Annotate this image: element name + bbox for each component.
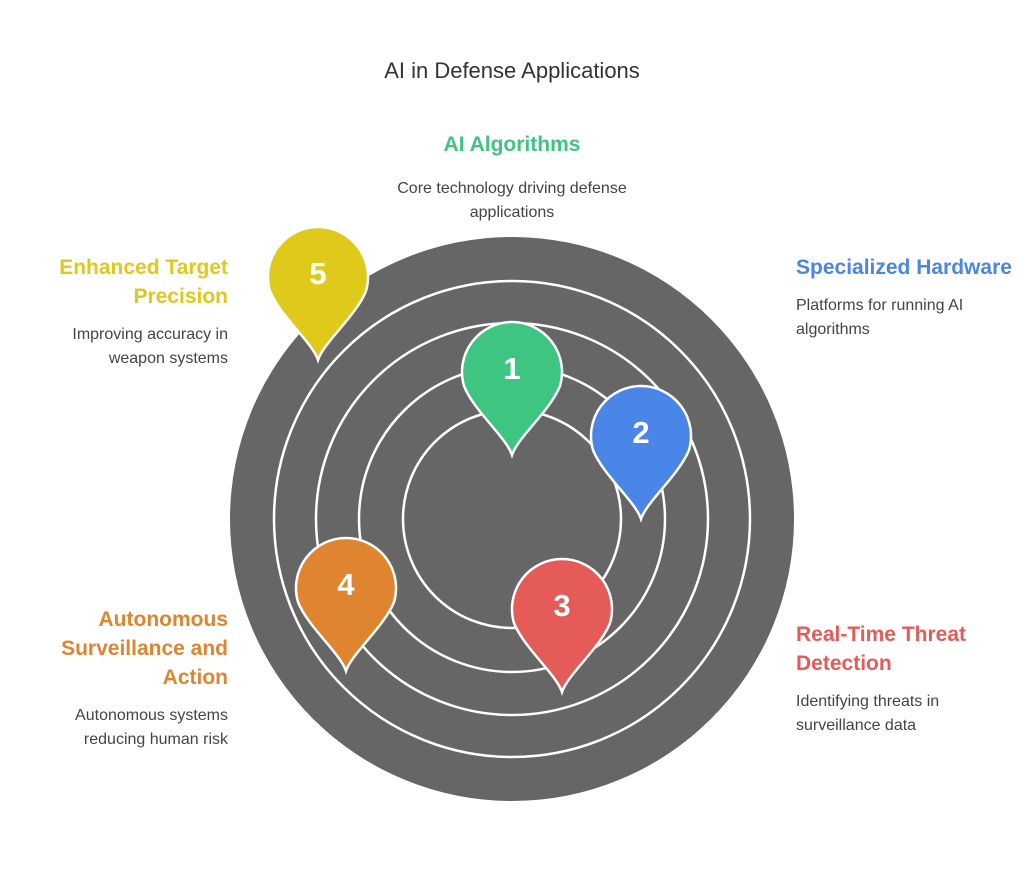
stage-4-description: Autonomous systems reducing human risk (75, 707, 228, 748)
pin-4-number: 4 (337, 567, 355, 602)
pin-3-marker: 3 (510, 557, 614, 696)
stage-5-heading: Enhanced Target Precision (59, 256, 228, 308)
stage-4-heading: Autonomous Surveillance and Action (61, 608, 228, 689)
pin-5-marker: 5 (266, 225, 370, 364)
pin-1-marker: 1 (460, 320, 564, 459)
page-title: AI in Defense Applications (384, 58, 640, 83)
pin-4-marker: 4 (294, 536, 398, 675)
stage-1-heading: AI Algorithms (443, 133, 581, 156)
pin-2-marker: 2 (589, 384, 693, 523)
pin-5-number: 5 (309, 256, 326, 291)
stage-1-description: Core technology driving defense applicat… (397, 180, 627, 221)
outer-disc (230, 237, 794, 801)
stage-5-label: Enhanced Target Precision Improving accu… (20, 253, 228, 371)
ring-5 (272, 279, 752, 759)
stage-2-label: Specialized Hardware Platforms for runni… (796, 253, 1016, 342)
pin-1-number: 1 (503, 351, 520, 386)
stage-5-description: Improving accuracy in weapon systems (72, 326, 228, 367)
stage-4-label: Autonomous Surveillance and Action Auton… (20, 605, 228, 752)
stage-3-label: Real-Time Threat Detection Identifying t… (796, 620, 1016, 738)
stage-3-heading: Real-Time Threat Detection (796, 623, 966, 675)
stage-3-description: Identifying threats in surveillance data (796, 693, 940, 734)
stage-2-heading: Specialized Hardware (796, 256, 1012, 279)
pin-3-number: 3 (553, 588, 570, 623)
stage-2-description: Platforms for running AI algorithms (796, 297, 964, 338)
pin-2-number: 2 (632, 415, 649, 450)
stage-1-label: AI Algorithms Core technology driving de… (362, 130, 662, 225)
